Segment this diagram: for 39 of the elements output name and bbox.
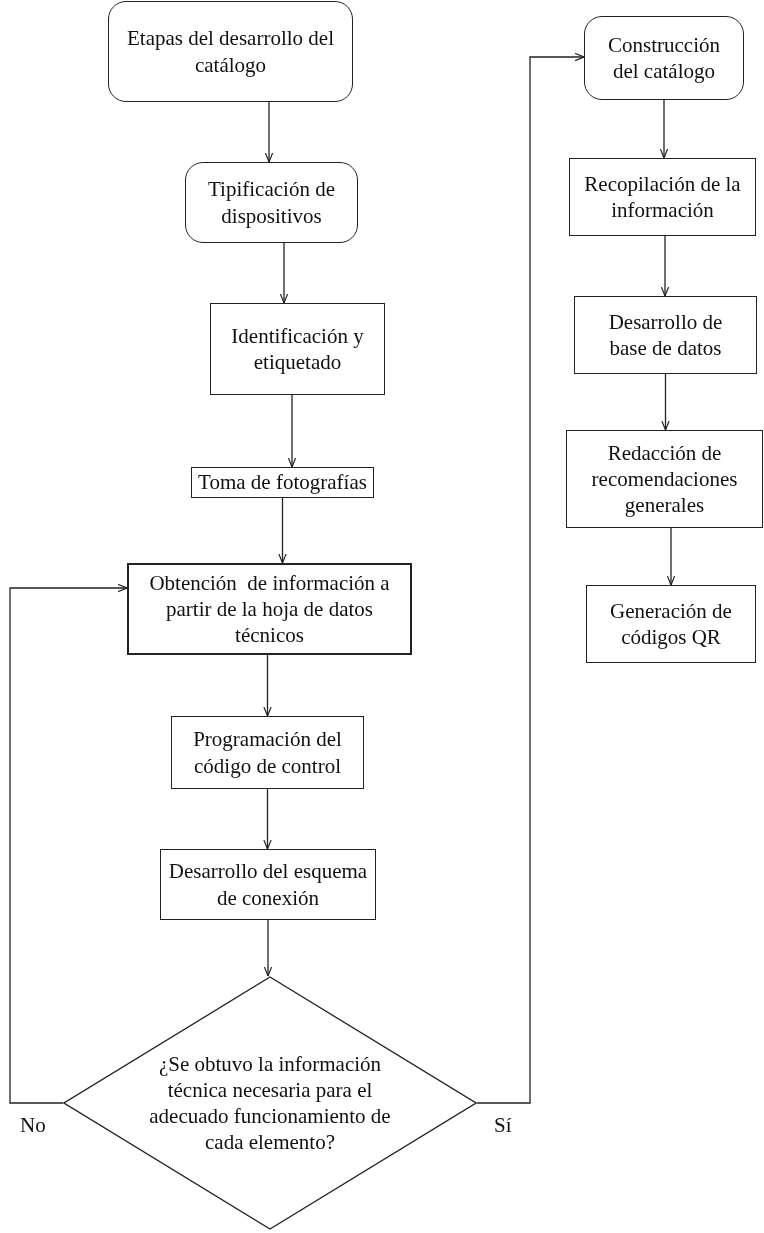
arrow	[659, 99, 669, 159]
process-box	[160, 849, 376, 920]
arrow	[263, 654, 272, 717]
arrow	[263, 788, 272, 850]
arrow	[263, 919, 273, 977]
process-box	[569, 158, 756, 236]
process-box	[171, 716, 364, 789]
step-label: Identificación y etiquetado	[230, 322, 365, 376]
step-label: Etapas del desarrollo del catálogo	[126, 25, 335, 78]
step-label: Recopilación de la información	[583, 170, 742, 224]
arrow	[476, 52, 585, 1104]
process-box	[574, 296, 757, 374]
arrow	[278, 497, 287, 564]
step-label: Desarrollo de base de datos	[607, 308, 724, 362]
process-box	[210, 303, 385, 395]
terminal-box	[108, 1, 353, 102]
decision-text: ¿Se obtuvo la información técnica necesaria para el adecuado funcionamiento de cada elemento?	[148, 1050, 392, 1156]
terminal-box	[584, 16, 744, 100]
arrow	[279, 242, 289, 304]
process-box	[127, 563, 412, 655]
step-label: Redacción de recomendaciones generales	[590, 439, 739, 519]
arrow	[666, 527, 676, 586]
decision-diamond	[63, 976, 477, 1230]
step-label: Construcción del catálogo	[607, 31, 721, 85]
process-box	[586, 585, 756, 663]
process-box	[191, 467, 374, 498]
terminal-box	[185, 162, 358, 243]
step-label: Desarrollo del esquema de conexión	[167, 858, 369, 911]
arrow	[661, 373, 670, 431]
step-label: Programación del código de control	[192, 726, 343, 779]
step-label: Tipificación de dispositivos	[207, 176, 336, 229]
arrow	[287, 394, 297, 468]
process-box	[566, 430, 763, 528]
step-label: Generación de códigos QR	[609, 597, 733, 651]
step-label: Obtención de información a partir de la hoja de datos técnicos	[148, 569, 391, 649]
arrow	[9, 583, 128, 1104]
arrow	[660, 235, 670, 297]
arrow	[264, 101, 274, 163]
step-label: Toma de fotografías	[198, 469, 367, 496]
